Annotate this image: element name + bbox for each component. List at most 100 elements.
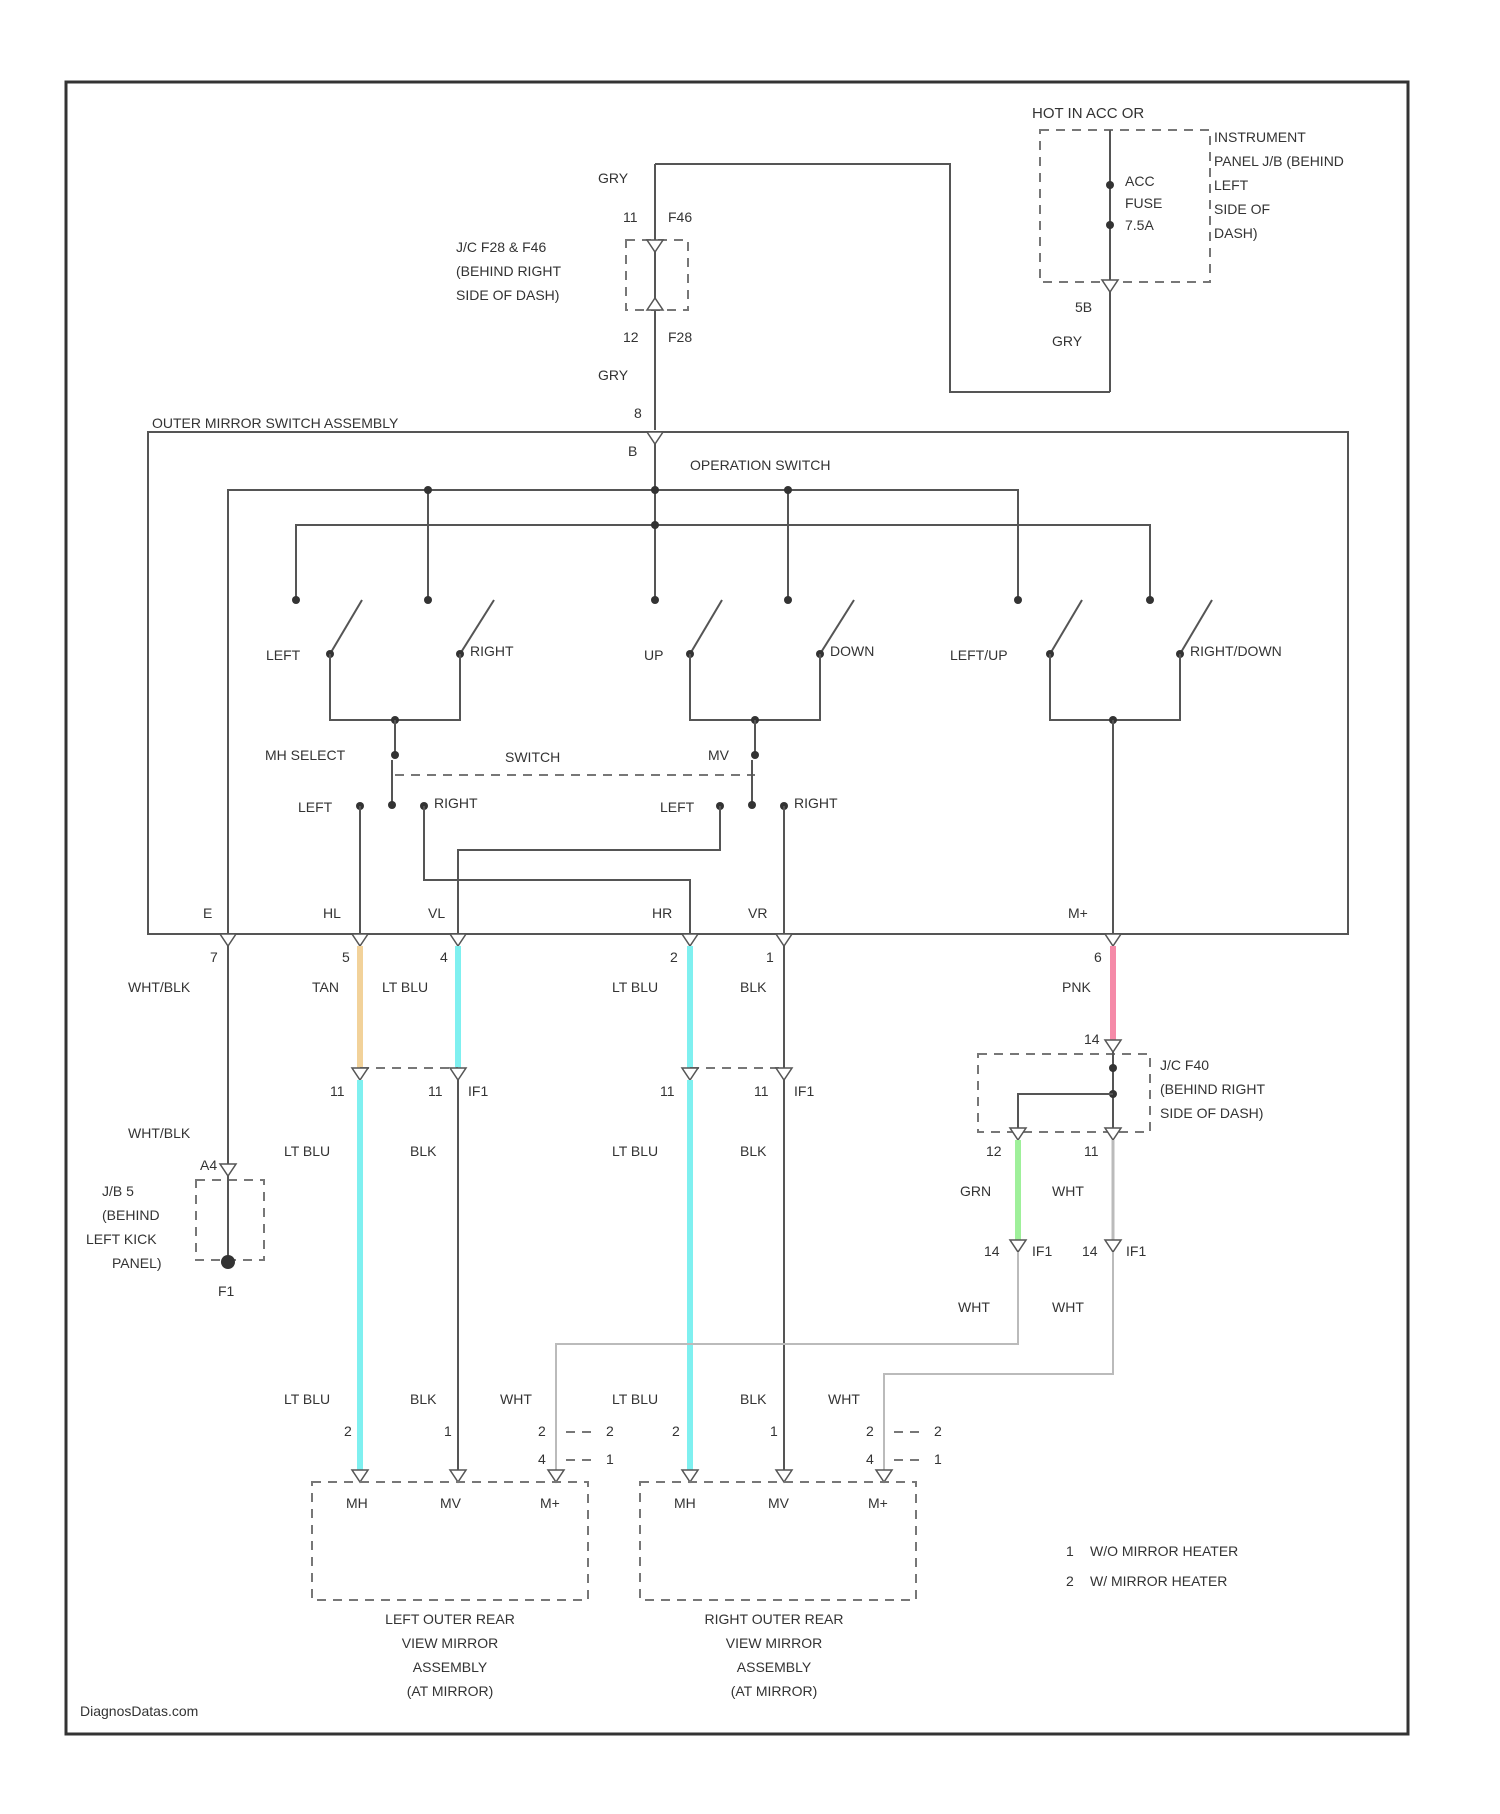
left-mirror-pin-6: 1 (606, 1451, 614, 1467)
fuse-hot-label: HOT IN ACC OR (1032, 105, 1144, 122)
wire-mid-1: LT BLU (284, 1143, 330, 1159)
ground-name-3: LEFT KICK (86, 1231, 157, 1247)
wire-label-blk: BLK (740, 979, 767, 995)
wire-mid-2: BLK (410, 1143, 437, 1159)
wire-label-whtblk: WHT/BLK (128, 979, 191, 995)
select-right-label: RIGHT (434, 795, 478, 811)
jc-top-conn-bottom: F28 (668, 329, 692, 345)
jc-right-conn-id-r: IF1 (1126, 1243, 1146, 1259)
left-mirror-name-2: VIEW MIRROR (402, 1635, 498, 1651)
left-mirror-wire-1: LT BLU (284, 1391, 330, 1407)
right-mirror-term-3: M+ (868, 1495, 888, 1511)
left-mirror-wire-2: BLK (410, 1391, 437, 1407)
jc-right-pin-r: 11 (1084, 1143, 1099, 1159)
jc-right-pin-top: 14 (1084, 1031, 1100, 1047)
left-mirror-term-2: MV (440, 1495, 462, 1511)
pin-vr: 1 (766, 949, 774, 965)
left-mirror-pin-4: 4 (538, 1451, 546, 1467)
left-mirror-pin-2: 1 (444, 1423, 452, 1439)
mv-left-label: LEFT (660, 799, 695, 815)
left-mirror-term-3: M+ (540, 1495, 560, 1511)
diagram-frame (66, 82, 1408, 1734)
switch-input-pin: 8 (634, 405, 642, 421)
term-hr: HR (652, 905, 672, 921)
splice-right-conn: IF1 (794, 1083, 814, 1099)
select-left-label: LEFT (298, 799, 333, 815)
right-mirror-name-1: RIGHT OUTER REAR (705, 1611, 844, 1627)
fuse-name-1: ACC (1125, 173, 1155, 189)
right-mirror-wire-1: LT BLU (612, 1391, 658, 1407)
jc-top-name-3: SIDE OF DASH) (456, 287, 559, 303)
ground-point (221, 1255, 235, 1269)
jc-top-name-2: (BEHIND RIGHT (456, 263, 561, 279)
switch-leftup (1050, 600, 1082, 654)
right-mirror-pin-3: 2 (866, 1423, 874, 1439)
wire-mid-4: BLK (740, 1143, 767, 1159)
left-mirror-wire-3: WHT (500, 1391, 532, 1407)
jc-right-wire-l: GRN (960, 1183, 991, 1199)
ground-pin: A4 (200, 1157, 217, 1173)
jc-right-name-1: J/C F40 (1160, 1057, 1209, 1073)
operation-switch-label: OPERATION SWITCH (690, 457, 831, 473)
wht-wire-2: WHT (1052, 1299, 1084, 1315)
wire-label-pnk: PNK (1062, 979, 1091, 995)
wire-label-ltblu-1: LT BLU (382, 979, 428, 995)
right-mirror-term-1: MH (674, 1495, 696, 1511)
label-up: UP (644, 647, 663, 663)
wire-mid-3: LT BLU (612, 1143, 658, 1159)
fuse-name-2: FUSE (1125, 195, 1162, 211)
pin-mplus: 6 (1094, 949, 1102, 965)
right-mirror-wire-3: WHT (828, 1391, 860, 1407)
label-left: LEFT (266, 647, 301, 663)
switch-left (330, 600, 362, 654)
label-right: RIGHT (470, 643, 514, 659)
jc-right-name-3: SIDE OF DASH) (1160, 1105, 1263, 1121)
watermark: DiagnosDatas.com (80, 1703, 198, 1719)
jc-top-conn-top: F46 (668, 209, 692, 225)
splice-right-pin-b: 11 (754, 1083, 769, 1099)
label-rightdown: RIGHT/DOWN (1190, 643, 1282, 659)
jc-right-conn-id-l: IF1 (1032, 1243, 1052, 1259)
pin-hl: 5 (342, 949, 350, 965)
fuse-loc-4: SIDE OF (1214, 201, 1270, 217)
switch-up (690, 600, 722, 654)
mv-label: MV (708, 747, 730, 763)
ground-id: F1 (218, 1283, 235, 1299)
right-mirror-pin-6: 1 (934, 1451, 942, 1467)
mh-select-label: MH SELECT (265, 747, 346, 763)
left-mirror-name-1: LEFT OUTER REAR (385, 1611, 515, 1627)
legend-num-2: 2 (1066, 1573, 1074, 1589)
label-leftup: LEFT/UP (950, 647, 1008, 663)
ground-jb-box (196, 1180, 264, 1260)
jc-right-pin-l: 12 (986, 1143, 1002, 1159)
fuse-pin: 5B (1075, 299, 1092, 315)
fuse-loc-3: LEFT (1214, 177, 1249, 193)
fuse-name-3: 7.5A (1125, 217, 1154, 233)
right-mirror-pin-1: 2 (672, 1423, 680, 1439)
left-mirror-name-4: (AT MIRROR) (407, 1683, 494, 1699)
splice-left-pin-a: 11 (330, 1083, 345, 1099)
ground-name-4: PANEL) (112, 1255, 162, 1271)
jc-top-pin-bottom: 12 (623, 329, 639, 345)
splice-right-pin-a: 11 (660, 1083, 675, 1099)
left-mirror-term-1: MH (346, 1495, 368, 1511)
jc-right-wire-r: WHT (1052, 1183, 1084, 1199)
fuse-loc-5: DASH) (1214, 225, 1258, 241)
mv-right-label: RIGHT (794, 795, 838, 811)
wire-label-ltblu-2: LT BLU (612, 979, 658, 995)
fuse-loc-1: INSTRUMENT (1214, 129, 1306, 145)
fuse-loc-2: PANEL J/B (BEHIND (1214, 153, 1344, 169)
jc-right-name-2: (BEHIND RIGHT (1160, 1081, 1265, 1097)
left-mirror-name-3: ASSEMBLY (413, 1659, 488, 1675)
legend-num-1: 1 (1066, 1543, 1074, 1559)
fuse-wire: GRY (1052, 333, 1083, 349)
ground-name-1: J/B 5 (102, 1183, 134, 1199)
term-e: E (203, 905, 212, 921)
jc-top-box (626, 240, 688, 310)
term-hl: HL (323, 905, 341, 921)
right-mirror-wire-2: BLK (740, 1391, 767, 1407)
label-down: DOWN (830, 643, 874, 659)
legend-text-2: W/ MIRROR HEATER (1090, 1573, 1227, 1589)
splice-left-pin-b: 11 (428, 1083, 443, 1099)
